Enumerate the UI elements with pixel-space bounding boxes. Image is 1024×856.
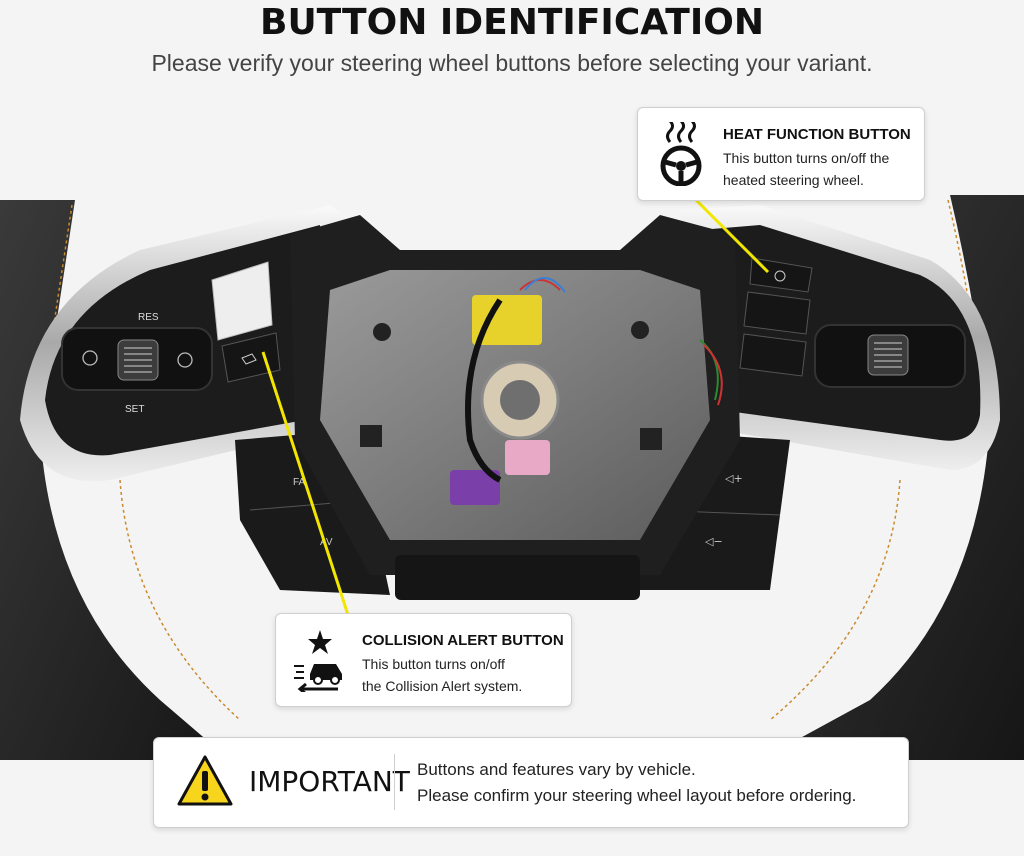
page-title: BUTTON IDENTIFICATION [260,2,764,43]
collision-alert-button[interactable] [221,332,281,383]
collision-callout-line-1: This button turns on/off [362,656,505,672]
collision-callout-line-2: the Collision Alert system. [362,678,523,694]
collision-callout-title: COLLISION ALERT BUTTON [362,632,564,649]
res-label: RES [138,312,159,323]
cruise-icon [82,350,98,366]
heat-function-callout: HEAT FUNCTION BUTTON This button turns o… [637,107,925,201]
heat-callout-line-2: heated steering wheel. [723,172,864,188]
collision-alert-icon [294,630,342,692]
voice-button[interactable] [743,291,811,335]
purple-connector [450,470,500,505]
volume-down-label: ◁− [705,535,723,548]
volume-up-label: ◁+ [725,472,743,485]
heated-steering-wheel-icon [660,122,702,186]
yellow-connector [472,295,542,345]
important-label: IMPORTANT [249,765,410,798]
page-subtitle: Please verify your steering wheel button… [151,50,873,76]
warning-icon [177,755,233,806]
collision-leader-line [261,351,350,616]
lower-cover [395,555,640,600]
fa-label: FA [293,477,306,488]
important-notice: IMPORTANT Buttons and features vary by v… [153,737,909,828]
heat-callout-title: HEAT FUNCTION BUTTON [723,126,911,143]
wheel-rim-left [0,200,241,760]
heat-function-button[interactable] [749,257,813,293]
av-label: AV [320,537,333,548]
collision-button-glyph-icon [241,353,257,365]
pink-connector [505,440,550,475]
notice-line-2: Please confirm your steering wheel layou… [417,786,857,805]
heat-leader-line [690,194,770,274]
heat-callout-line-1: This button turns on/off the [723,150,890,166]
heat-button-glyph-icon [774,270,786,282]
collision-alert-callout: COLLISION ALERT BUTTON This button turns… [275,613,572,707]
right-thumbwheel-ridges [874,342,902,368]
left-thumbwheel-ridges [124,347,152,373]
lane-assist-button[interactable] [211,261,273,341]
speed-limiter-icon [177,352,193,368]
phone-button[interactable] [739,333,807,377]
set-label: SET [125,404,144,415]
notice-line-1: Buttons and features vary by vehicle. [417,760,696,779]
notice-divider [394,754,395,810]
